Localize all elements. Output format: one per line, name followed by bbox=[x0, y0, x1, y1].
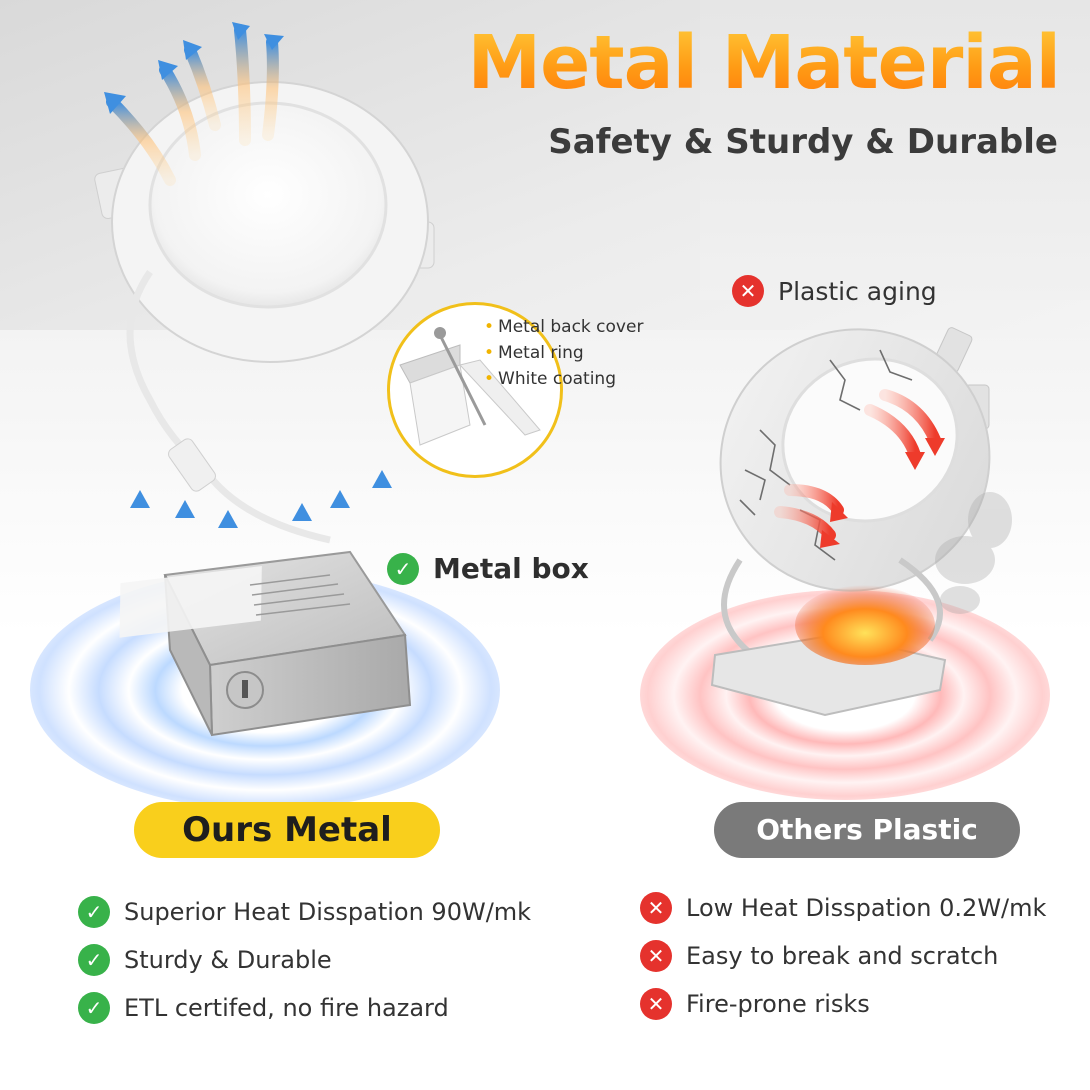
callout-label-coating: •White coating bbox=[484, 369, 616, 389]
plastic-aging-label: ✕ Plastic aging bbox=[732, 275, 937, 307]
page-title: Metal Material bbox=[467, 20, 1061, 106]
ours-feature-list: ✓ Superior Heat Disspation 90W/mk ✓ Stur… bbox=[78, 888, 531, 1032]
list-item: ✓ ETL certifed, no fire hazard bbox=[78, 984, 531, 1032]
power-cable bbox=[126, 270, 331, 544]
fire-flames bbox=[795, 585, 935, 665]
background-wall bbox=[700, 0, 1090, 300]
others-plastic-pill: Others Plastic bbox=[714, 802, 1020, 858]
heat-arrows-downlight bbox=[104, 22, 284, 186]
others-feature-list: ✕ Low Heat Disspation 0.2W/mk ✕ Easy to … bbox=[640, 884, 1046, 1028]
check-circle-icon: ✓ bbox=[387, 552, 419, 585]
detail-callout bbox=[387, 302, 563, 478]
callout-label-back-cover: •Metal back cover bbox=[484, 317, 644, 337]
callout-labels: •Metal back cover •Metal ring •White coa… bbox=[484, 314, 643, 392]
metal-box-label: ✓ Metal box bbox=[387, 552, 589, 585]
cross-circle-icon: ✕ bbox=[732, 275, 764, 307]
heat-arrows-box bbox=[130, 470, 392, 566]
list-item: ✓ Superior Heat Disspation 90W/mk bbox=[78, 888, 531, 936]
smoke bbox=[935, 492, 1012, 614]
list-item: ✓ Sturdy & Durable bbox=[78, 936, 531, 984]
ours-metal-pill: Ours Metal bbox=[134, 802, 440, 858]
check-circle-icon: ✓ bbox=[78, 944, 110, 976]
downlight-plastic bbox=[719, 327, 991, 592]
list-item: ✕ Easy to break and scratch bbox=[640, 932, 1046, 980]
cross-section-illustration bbox=[399, 327, 541, 446]
metal-junction-box bbox=[119, 550, 412, 737]
page-subtitle: Safety & Sturdy & Durable bbox=[548, 122, 1058, 162]
check-circle-icon: ✓ bbox=[78, 992, 110, 1024]
list-item: ✕ Low Heat Disspation 0.2W/mk bbox=[640, 884, 1046, 932]
check-circle-icon: ✓ bbox=[78, 896, 110, 928]
cross-circle-icon: ✕ bbox=[640, 988, 672, 1020]
callout-label-ring: •Metal ring bbox=[484, 343, 584, 363]
cross-circle-icon: ✕ bbox=[640, 892, 672, 924]
cross-circle-icon: ✕ bbox=[640, 940, 672, 972]
cable-connector bbox=[168, 438, 216, 492]
list-item: ✕ Fire-prone risks bbox=[640, 980, 1046, 1028]
